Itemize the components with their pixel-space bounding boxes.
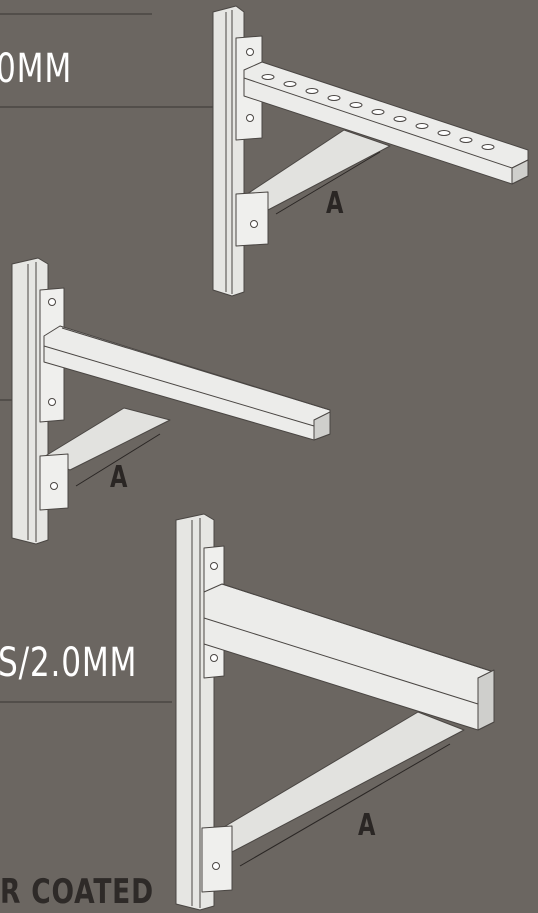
upright-channel-2	[11, 257, 49, 545]
bracket-1	[212, 5, 529, 297]
top-spec-label: 0MM	[0, 46, 73, 92]
cantilever-arm-1	[243, 61, 529, 185]
dimension-a-3: A	[358, 808, 376, 843]
bracket-2	[11, 257, 331, 545]
diagonal-brace-3	[201, 711, 465, 853]
bracket-3	[175, 513, 495, 911]
cantilever-arm-3	[203, 583, 495, 731]
bottom-note-label: R COATED	[0, 872, 154, 912]
cantilever-arm-2	[43, 325, 331, 441]
dimension-a-1: A	[326, 186, 344, 221]
middle-spec-label: S/2.0MM	[0, 640, 138, 686]
dimension-a-2: A	[110, 460, 128, 495]
